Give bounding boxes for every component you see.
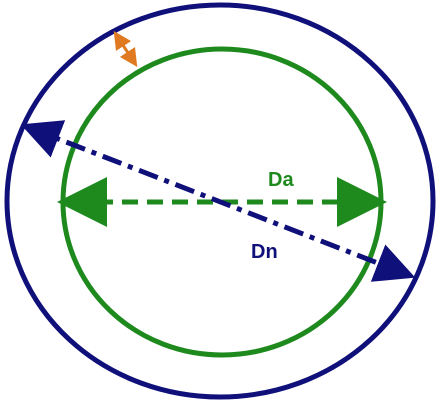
- wall-thickness-arrow: [113, 30, 138, 68]
- outer-circle: [4, 2, 436, 400]
- inner-diameter-label: Da: [268, 169, 294, 191]
- outer-diameter-arrow: [20, 120, 416, 282]
- outer-diameter-label: Dn: [251, 241, 278, 263]
